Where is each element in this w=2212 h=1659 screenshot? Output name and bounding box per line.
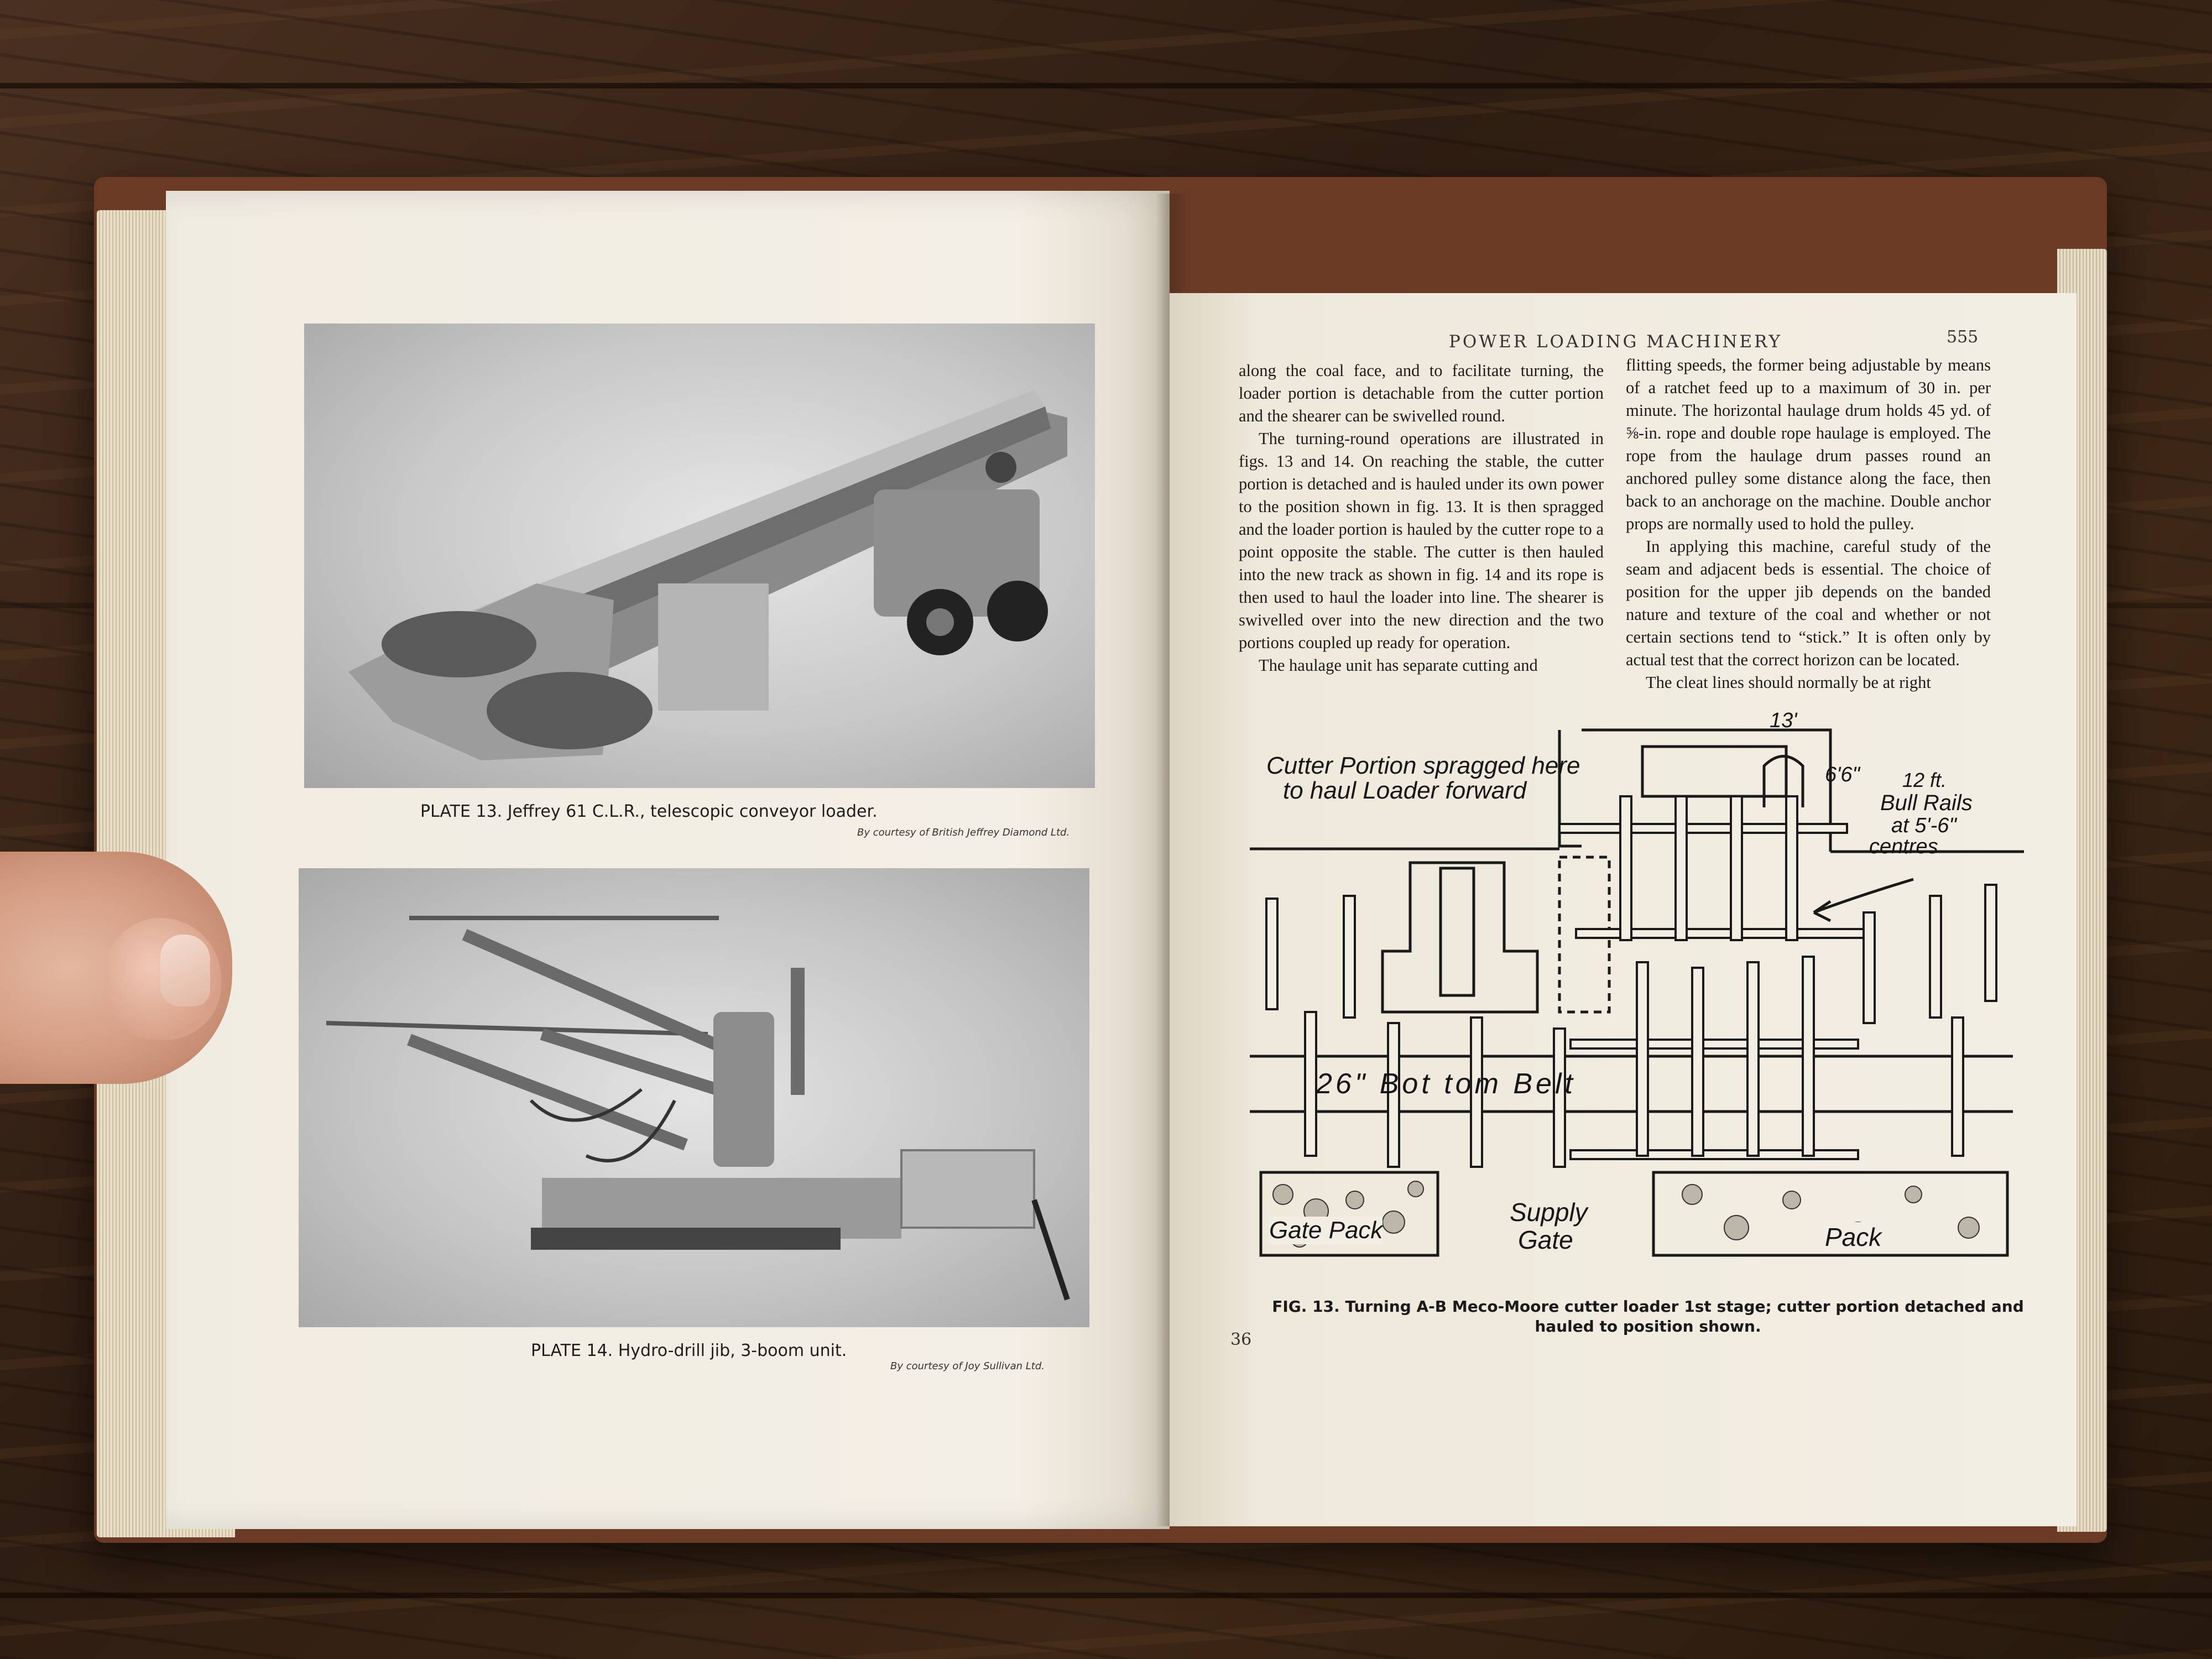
page-number-36: 36 xyxy=(1230,1330,1252,1349)
fig-label-bull-rails: Bull Rails xyxy=(1880,791,1973,815)
fig-label-cutter-line2: to haul Loader forward xyxy=(1283,777,1527,804)
paragraph: The haulage unit has separate cutting an… xyxy=(1259,656,1538,675)
plate14-caption: PLATE 14. Hydro-drill jib, 3-boom unit. xyxy=(531,1341,847,1360)
running-head: POWER LOADING MACHINERY xyxy=(1449,332,1782,352)
fig13-diagram xyxy=(1250,728,2024,1257)
fig-label-pack: Pack xyxy=(1825,1222,1882,1252)
fig13-caption: FIG. 13. Turning A-B Meco-Moore cutter l… xyxy=(1272,1297,2024,1335)
plate13-credit: By courtesy of British Jeffrey Diamond L… xyxy=(857,827,1070,838)
left-page: PLATE 13. Jeffrey 61 C.L.R., telescopic … xyxy=(166,191,1170,1529)
plank-seam xyxy=(0,83,2212,88)
conveyor-loader-illustration xyxy=(348,390,1067,760)
paragraph: along the coal face, and to facilitate t… xyxy=(1239,361,1604,425)
plate13-photo xyxy=(304,324,1095,788)
fig-label-gate-pack: Gate Pack xyxy=(1269,1217,1383,1244)
fig-label-6ft6: 6'6" xyxy=(1825,763,1860,786)
hydro-drill-illustration xyxy=(326,916,1070,1301)
plank-seam xyxy=(0,1593,2212,1598)
fig-label-at: at 5'-6" xyxy=(1891,814,1957,837)
paragraph: The turning-round operations are illustr… xyxy=(1239,429,1604,652)
fig-label-13ft: 13' xyxy=(1770,709,1797,732)
fig-label-supply: Supply xyxy=(1510,1198,1588,1227)
text-column-left: along the coal face, and to facilitate t… xyxy=(1239,359,1604,677)
fig-label-cutter-line1: Cutter Portion spragged here xyxy=(1266,752,1580,779)
page-number-right: 555 xyxy=(1947,327,1979,347)
paragraph: In applying this machine, careful study … xyxy=(1626,537,1991,669)
paragraph: flitting speeds, the former being adjust… xyxy=(1626,356,1991,533)
plate14-credit: By courtesy of Joy Sullivan Ltd. xyxy=(890,1360,1045,1372)
text-column-right: flitting speeds, the former being adjust… xyxy=(1626,354,1991,694)
plate14-photo xyxy=(299,868,1089,1327)
thumbnail-nail xyxy=(160,935,210,1006)
plate13-caption: PLATE 13. Jeffrey 61 C.L.R., telescopic … xyxy=(420,802,878,821)
fig-label-belt: 26" Bot tom Belt xyxy=(1316,1068,1576,1100)
fig-label-centres: centres xyxy=(1869,835,1938,858)
fig-label-12ft: 12 ft. xyxy=(1902,769,1947,791)
paragraph: The cleat lines should normally be at ri… xyxy=(1646,673,1931,692)
fig-label-gate: Gate xyxy=(1518,1225,1573,1254)
